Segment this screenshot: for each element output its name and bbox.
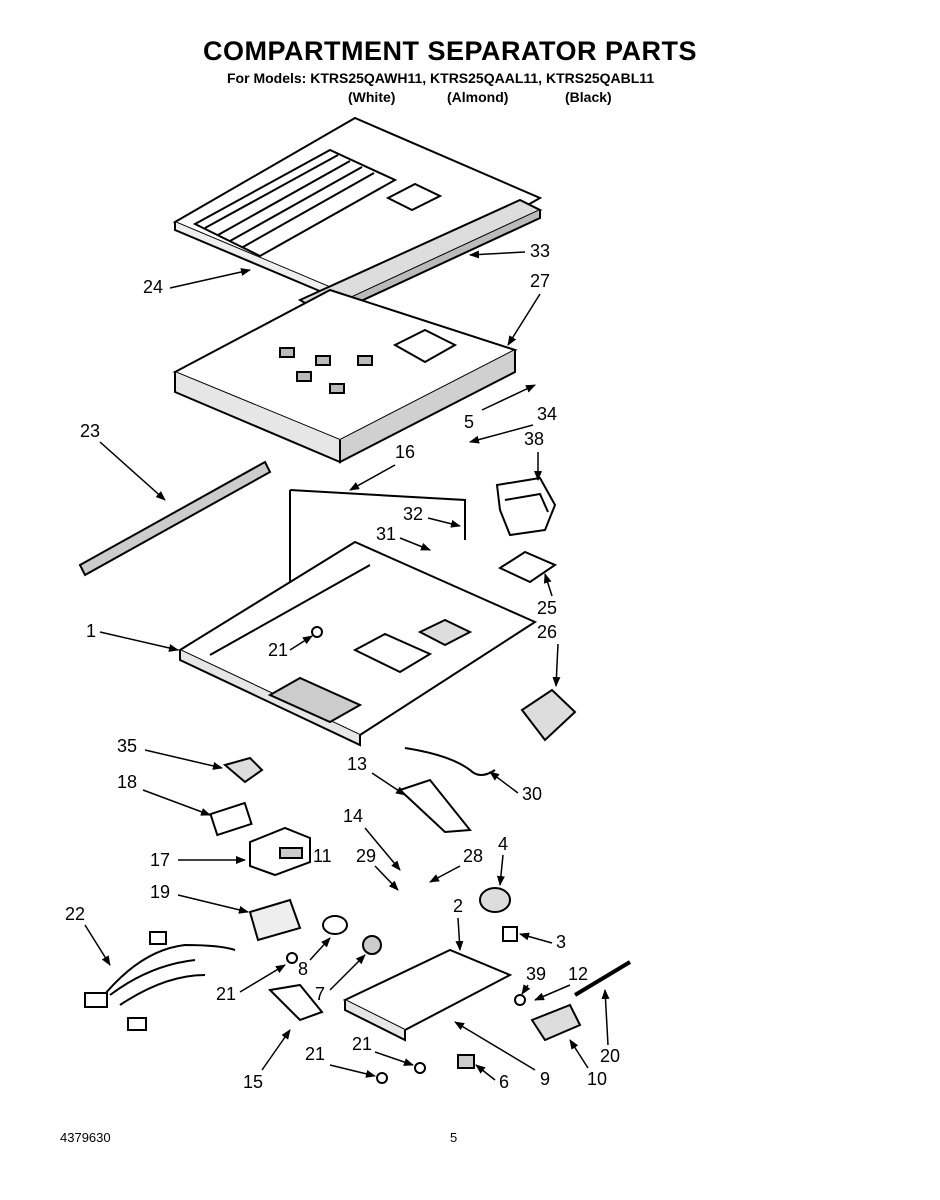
models-line: For Models: KTRS25QAWH11, KTRS25QAAL11, … xyxy=(227,70,655,86)
part-3-clip xyxy=(502,926,518,942)
callout-14: 14 xyxy=(343,806,363,826)
callout-18: 18 xyxy=(117,772,137,792)
callout-25: 25 xyxy=(537,598,557,618)
screw-parts-21-39 xyxy=(286,626,526,1084)
callout-13: 13 xyxy=(347,754,367,774)
callout-6: 6 xyxy=(499,1072,509,1092)
callout-27: 27 xyxy=(530,271,550,291)
part-2-bracket xyxy=(342,948,513,1042)
callout-12: 12 xyxy=(568,964,588,984)
part-30-wire xyxy=(404,747,496,776)
callout-20: 20 xyxy=(600,1046,620,1066)
callout-22: 22 xyxy=(65,904,85,924)
part-17-housing xyxy=(249,826,311,877)
callout-9: 9 xyxy=(540,1069,550,1089)
callout-21a: 21 xyxy=(268,640,288,660)
part-22-harness xyxy=(84,931,236,1031)
callout-33: 33 xyxy=(530,241,550,261)
part-26-bracket xyxy=(520,688,577,742)
part-19-bracket xyxy=(248,898,302,942)
callout-39: 39 xyxy=(526,964,546,984)
callout-15: 15 xyxy=(243,1072,263,1092)
part-7-socket xyxy=(362,935,382,955)
callout-29: 29 xyxy=(356,846,376,866)
callout-21d: 21 xyxy=(305,1044,325,1064)
callout-17: 17 xyxy=(150,850,170,870)
part-18-frame xyxy=(209,801,253,837)
part-13-clip xyxy=(398,778,472,834)
part-4-knob xyxy=(479,887,511,913)
callout-23: 23 xyxy=(80,421,100,441)
callout-19: 19 xyxy=(150,882,170,902)
page-title: COMPARTMENT SEPARATOR PARTS xyxy=(202,36,697,66)
document-number: 4379630 xyxy=(60,1130,111,1145)
callout-5: 5 xyxy=(464,412,474,432)
part-25-ring xyxy=(497,550,558,584)
color-white: (White) xyxy=(348,89,396,105)
callout-labels: 1 2 3 4 5 6 7 8 9 10 11 12 13 14 15 16 1… xyxy=(65,241,620,1092)
part-10-slide xyxy=(530,1003,582,1042)
callout-10: 10 xyxy=(587,1069,607,1089)
callout-32: 32 xyxy=(403,504,423,524)
color-almond: (Almond) xyxy=(447,89,509,105)
part-8-bulb xyxy=(322,915,348,935)
callout-21b: 21 xyxy=(216,984,236,1004)
callout-21c: 21 xyxy=(352,1034,372,1054)
callout-35: 35 xyxy=(117,736,137,756)
callout-34: 34 xyxy=(537,404,557,424)
callout-28: 28 xyxy=(463,846,483,866)
callout-38: 38 xyxy=(524,429,544,449)
callout-26: 26 xyxy=(537,622,557,642)
page-number: 5 xyxy=(450,1130,458,1145)
part-20-rod xyxy=(573,960,632,997)
callout-2: 2 xyxy=(453,896,463,916)
callout-7: 7 xyxy=(315,984,325,1004)
callout-3: 3 xyxy=(556,932,566,952)
part-38-bin xyxy=(495,476,557,537)
color-black: (Black) xyxy=(565,89,612,105)
callout-4: 4 xyxy=(498,834,508,854)
part-35-latch xyxy=(222,756,264,784)
callout-24: 24 xyxy=(143,277,163,297)
callout-11: 11 xyxy=(313,846,332,866)
part-27-tray xyxy=(172,288,518,464)
part-6-block xyxy=(457,1054,475,1069)
callout-1: 1 xyxy=(86,621,96,641)
part-23-strip xyxy=(78,460,272,577)
part-1-plate xyxy=(177,540,538,747)
part-15-clip xyxy=(267,983,324,1022)
callout-30: 30 xyxy=(522,784,542,804)
callout-31: 31 xyxy=(376,524,396,544)
callout-16: 16 xyxy=(395,442,415,462)
callout-8: 8 xyxy=(298,959,308,979)
